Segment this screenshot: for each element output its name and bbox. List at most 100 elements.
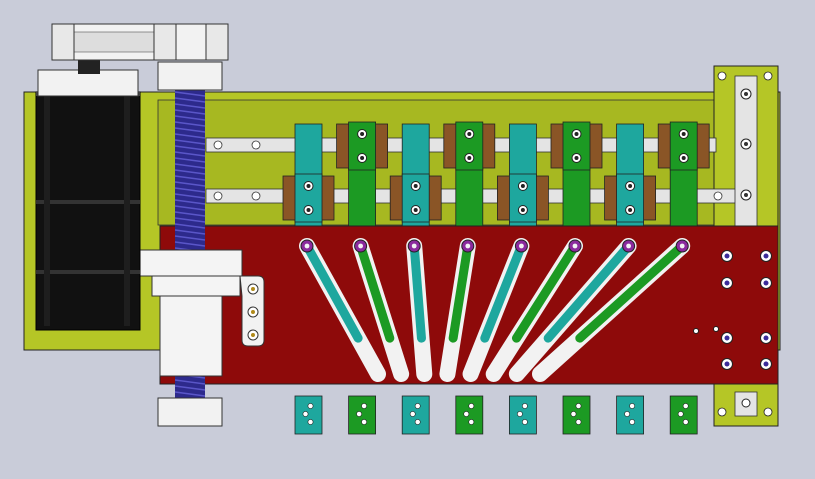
thread-line: [174, 175, 206, 181]
vertical-rail: [734, 75, 758, 417]
finger-sliders: [282, 121, 710, 229]
rail-hole: [213, 191, 223, 201]
thread-line: [174, 235, 206, 241]
tip-hole: [361, 403, 367, 409]
thread-line: [174, 127, 206, 133]
rail-hole: [251, 140, 261, 150]
thread-line: [174, 91, 206, 97]
stepper-motor: [35, 58, 141, 331]
cam-follower-center: [304, 243, 310, 249]
bolt-head: [413, 184, 418, 188]
cam-slot: [532, 238, 691, 382]
follower-arm: [511, 241, 580, 343]
follower-arm: [575, 241, 687, 343]
bolt-head: [681, 132, 686, 136]
finger-tip-tab: [562, 395, 591, 435]
tip-hole: [307, 403, 314, 409]
screw-pulley: [153, 23, 177, 61]
finger-slider: [550, 121, 603, 229]
finger-tips: [294, 395, 698, 435]
tip-hole: [629, 419, 635, 425]
cam-follower-center: [679, 243, 685, 249]
thread-line: [174, 229, 206, 235]
motor-pulley: [51, 23, 75, 61]
finger-tip-tab: [508, 395, 537, 435]
tip-hole: [409, 411, 416, 417]
plate-hole-bolt: [763, 280, 769, 286]
tip-hole: [629, 403, 635, 409]
thread-line: [174, 139, 206, 145]
finger-slider: [336, 121, 389, 229]
cam-follower-center: [465, 243, 471, 249]
thread-line: [174, 103, 206, 109]
finger-tip: [562, 395, 591, 435]
thread-line: [174, 385, 206, 391]
cam-follower-center: [572, 243, 578, 249]
finger-tip: [294, 395, 323, 435]
follower-arm: [480, 241, 526, 343]
bolt-head: [520, 184, 525, 188]
thread-line: [174, 157, 206, 163]
cam-follower-center: [519, 243, 524, 249]
thread-line: [174, 211, 206, 217]
finger-tip: [616, 395, 644, 435]
tip-hole: [682, 419, 689, 425]
finger-slider: [496, 123, 549, 229]
tip-hole: [575, 403, 582, 409]
thread-line: [174, 151, 206, 157]
cam-slot: [406, 238, 433, 382]
cam-follower-center: [626, 243, 631, 249]
thread-line: [174, 145, 206, 151]
finger-slider: [443, 121, 496, 229]
cam-plate: [159, 225, 779, 385]
tip-hole: [302, 411, 309, 417]
bolt-head: [520, 208, 525, 212]
cam-slot: [439, 238, 476, 382]
finger-tip: [401, 395, 430, 435]
timing-belt: [51, 23, 229, 61]
thread-line: [174, 391, 206, 397]
thread-line: [174, 109, 206, 115]
thread-line: [174, 169, 206, 175]
tip-hole: [522, 419, 528, 425]
tip-hole: [522, 403, 528, 409]
thread-line: [174, 223, 206, 229]
thread-line: [174, 241, 206, 247]
thread-line: [174, 193, 206, 199]
follower-arm: [409, 241, 426, 343]
thread-line: [174, 121, 206, 127]
thread-line: [174, 187, 206, 193]
thread-line: [174, 163, 206, 169]
follower-arm: [356, 241, 395, 343]
plate-hole-bolt: [724, 361, 730, 367]
tip-hole: [682, 403, 689, 409]
plate-pin: [693, 328, 699, 334]
tip-hole: [677, 411, 684, 417]
cam-slot: [299, 238, 386, 382]
motor-flange: [37, 69, 139, 97]
bolt-head: [628, 184, 633, 188]
tip-hole: [570, 411, 577, 417]
thread-line: [174, 379, 206, 385]
finger-slider: [604, 123, 656, 229]
tip-hole: [414, 403, 421, 409]
plate-pin: [713, 326, 719, 332]
tip-hole: [361, 419, 367, 425]
follower-arm: [543, 241, 634, 343]
cam-follower-center: [411, 243, 417, 249]
cam-slot: [508, 238, 637, 382]
bolt-head: [306, 184, 311, 188]
thread-line: [174, 205, 206, 211]
bolt-head: [467, 132, 472, 136]
thread-line: [174, 199, 206, 205]
plate-hole-bolt: [724, 280, 730, 286]
tip-hole: [624, 411, 630, 417]
follower-arm: [302, 241, 363, 343]
cam-slot: [462, 238, 530, 382]
thread-line: [174, 217, 206, 223]
plate-hole-bolt: [724, 335, 730, 341]
finger-tip: [669, 395, 698, 435]
bolt-head: [360, 156, 365, 160]
rail-hole: [251, 191, 261, 201]
